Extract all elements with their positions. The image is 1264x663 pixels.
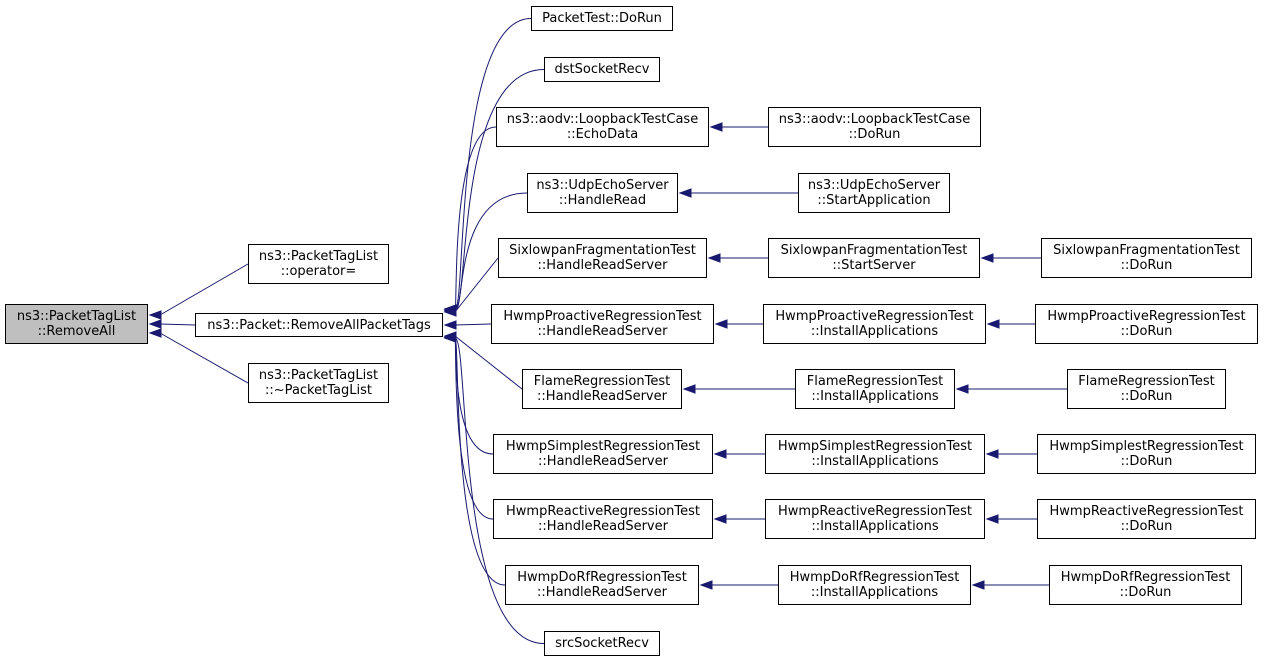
node-hwmpsimplestregressiontest-handlereadserver[interactable]: HwmpSimplestRegressionTest::HandleReadSe…	[493, 434, 713, 474]
node-hwmpproactiveregressiontest-installapplications[interactable]: HwmpProactiveRegressionTest::InstallAppl…	[763, 304, 986, 344]
node-sixlowpanfragmentationtest-handlereadserver[interactable]: SixlowpanFragmentationTest::HandleReadSe…	[498, 238, 707, 278]
node-aodv-loopbacktestcase-dorun[interactable]: ns3::aodv::LoopbackTestCase::DoRun	[768, 107, 981, 147]
arrowhead-simplest_dorun-to-simplest_install	[985, 449, 999, 459]
arrowhead-aodv_dorun-to-aodv_echo	[709, 122, 723, 132]
arrowhead-sixlowpan_start-to-sixlowpan_hrs	[707, 253, 721, 263]
arrowhead-udp_start_app-to-udp_handle_read	[678, 188, 692, 198]
node-srcsocketrecv[interactable]: srcSocketRecv	[544, 631, 660, 656]
arrowhead-reactive_dorun-to-reactive_install	[985, 514, 999, 524]
edge-remove_all_packet_tags-to-remove_all	[159, 323, 196, 326]
node-sixlowpanfragmentationtest-startserver[interactable]: SixlowpanFragmentationTest::StartServer	[768, 238, 980, 278]
node-packet-removeallpackettags[interactable]: ns3::Packet::RemoveAllPacketTags	[195, 313, 443, 337]
edge-destructor-to-remove_all	[159, 332, 249, 384]
node-hwmpreactiveregressiontest-installapplications[interactable]: HwmpReactiveRegressionTest::InstallAppli…	[765, 499, 985, 539]
arrowhead-destructor-to-remove_all	[148, 328, 162, 338]
node-flameregressiontest-installapplications[interactable]: FlameRegressionTest::InstallApplications	[795, 369, 955, 409]
node-hwmpsimplestregressiontest-dorun[interactable]: HwmpSimplestRegressionTest::DoRun	[1037, 434, 1256, 474]
edge-sixlowpan_hrs-to-remove_all_packet_tags	[454, 257, 499, 313]
node-hwmpreactiveregressiontest-handlereadserver[interactable]: HwmpReactiveRegressionTest::HandleReadSe…	[493, 499, 713, 539]
arrowhead-sixlowpan_dorun-to-sixlowpan_start	[980, 253, 994, 263]
arrowhead-remove_all_packet_tags-to-remove_all	[148, 319, 162, 329]
edge-aodv_echo-to-remove_all_packet_tags	[454, 126, 497, 311]
edge-udp_handle_read-to-remove_all_packet_tags	[454, 192, 528, 312]
node-hwmpsimplestregressiontest-installapplications[interactable]: HwmpSimplestRegressionTest::InstallAppli…	[765, 434, 985, 474]
node-hwmpproactiveregressiontest-dorun[interactable]: HwmpProactiveRegressionTest::DoRun	[1035, 304, 1258, 344]
node-hwmpreactiveregressiontest-dorun[interactable]: HwmpReactiveRegressionTest::DoRun	[1037, 499, 1256, 539]
node-hwmpdorfregressiontest-dorun[interactable]: HwmpDoRfRegressionTest::DoRun	[1049, 565, 1242, 605]
node-hwmpdorfregressiontest-installapplications[interactable]: HwmpDoRfRegressionTest::InstallApplicati…	[778, 565, 971, 605]
node-sixlowpanfragmentationtest-dorun[interactable]: SixlowpanFragmentationTest::DoRun	[1041, 238, 1252, 278]
arrowhead-sixlowpan_hrs-to-remove_all_packet_tags	[443, 307, 457, 317]
arrowhead-dorf_install-to-dorf_hrs	[699, 580, 713, 590]
arrowhead-simplest_install-to-simplest_hrs	[713, 449, 727, 459]
node-flameregressiontest-handlereadserver[interactable]: FlameRegressionTest::HandleReadServer	[522, 369, 682, 409]
edge-proactive_hrs-to-remove_all_packet_tags	[454, 323, 492, 326]
arrowhead-proactive_hrs-to-remove_all_packet_tags	[443, 320, 457, 330]
arrowhead-flame_install-to-flame_hrs	[682, 384, 696, 394]
arrowhead-proactive_install-to-proactive_hrs	[714, 319, 728, 329]
edge-reactive_hrs-to-remove_all_packet_tags	[454, 337, 494, 520]
node-udpechoserver-startapplication[interactable]: ns3::UdpEchoServer::StartApplication	[798, 173, 950, 213]
edge-simplest_hrs-to-remove_all_packet_tags	[454, 336, 494, 455]
edge-operator_eq-to-remove_all	[159, 263, 249, 316]
arrowhead-operator_eq-to-remove_all	[148, 310, 162, 320]
node-packettaglist-removeall: ns3::PacketTagList::RemoveAll	[5, 304, 148, 344]
node-aodv-loopbacktestcase-echodata[interactable]: ns3::aodv::LoopbackTestCase::EchoData	[496, 107, 709, 147]
arrowhead-src_socket_recv-to-remove_all_packet_tags	[443, 333, 457, 343]
node-hwmpproactiveregressiontest-handlereadserver[interactable]: HwmpProactiveRegressionTest::HandleReadS…	[491, 304, 714, 344]
node-packettest-dorun[interactable]: PacketTest::DoRun	[531, 6, 673, 31]
node-udpechoserver-handleread[interactable]: ns3::UdpEchoServer::HandleRead	[527, 173, 678, 213]
node-dstsocketrecv[interactable]: dstSocketRecv	[544, 57, 660, 82]
node-hwmpdorfregressiontest-handlereadserver[interactable]: HwmpDoRfRegressionTest::HandleReadServer	[505, 565, 699, 605]
node-flameregressiontest-dorun[interactable]: FlameRegressionTest::DoRun	[1067, 369, 1226, 409]
arrowhead-proactive_dorun-to-proactive_install	[986, 319, 1000, 329]
arrowhead-dorf_dorun-to-dorf_install	[971, 580, 985, 590]
node-packettaglist-operator-assign[interactable]: ns3::PacketTagList::operator=	[248, 244, 389, 284]
edge-src_socket_recv-to-remove_all_packet_tags	[454, 337, 545, 644]
arrowhead-reactive_install-to-reactive_hrs	[713, 514, 727, 524]
node-packettaglist-destructor[interactable]: ns3::PacketTagList::~PacketTagList	[248, 363, 389, 403]
edge-flame_hrs-to-remove_all_packet_tags	[454, 335, 523, 390]
arrowhead-flame_dorun-to-flame_install	[955, 384, 969, 394]
